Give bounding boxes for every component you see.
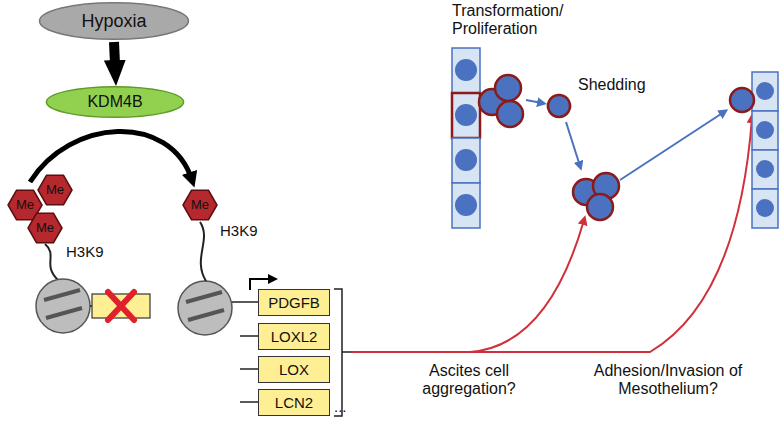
node-text: LCN2: [271, 394, 317, 411]
gene-box: LOX: [258, 356, 330, 383]
effect-arrow: [470, 118, 752, 352]
gene-box: PDGFB: [258, 289, 330, 316]
demethylation-arrow: [30, 131, 192, 182]
node-text: Hypoxia: [77, 11, 150, 32]
methyl-label: Me: [16, 198, 34, 213]
effect-arrow: [352, 220, 584, 352]
nucleosome: [36, 279, 232, 335]
methyl-label: Me: [36, 221, 54, 236]
histone-label: H3K9: [220, 222, 258, 239]
ellipsis-label: ...: [334, 398, 347, 415]
histone-tail: [45, 244, 58, 280]
node-text: KDM4B: [83, 93, 146, 111]
histone-label: H3K9: [66, 243, 104, 260]
tumor-cells: [479, 75, 619, 220]
node-text: LOX: [275, 361, 313, 378]
effect-label: Ascites cell aggregation?: [404, 362, 534, 399]
promoter-lines: [232, 302, 258, 402]
process-label: Shedding: [578, 76, 646, 94]
process-arrow: [526, 100, 542, 103]
gene-box: LOXL2: [258, 323, 330, 350]
methyl-label: Me: [46, 183, 64, 198]
stimulus-ellipse: Hypoxia: [38, 2, 190, 40]
mesothelium: [730, 72, 778, 228]
methyl-label: Me: [191, 198, 209, 213]
node-text: PDGFB: [264, 294, 324, 311]
flow-arrow: [114, 42, 115, 64]
node-text: LOXL2: [267, 328, 322, 345]
enzyme-ellipse: KDM4B: [45, 86, 185, 118]
repression-cross: [108, 292, 134, 320]
bracket: [334, 289, 352, 416]
methyl-hexagons: [8, 175, 217, 242]
process-arrow: [620, 112, 724, 180]
process-label: Transformation/ Proliferation: [452, 2, 592, 39]
effect-label: Adhesion/Invasion of Mesothelium?: [562, 362, 774, 399]
gene-box: LCN2: [258, 389, 330, 416]
process-arrow: [566, 122, 580, 166]
epithelium: [452, 48, 480, 228]
histone-tail: [200, 222, 206, 281]
